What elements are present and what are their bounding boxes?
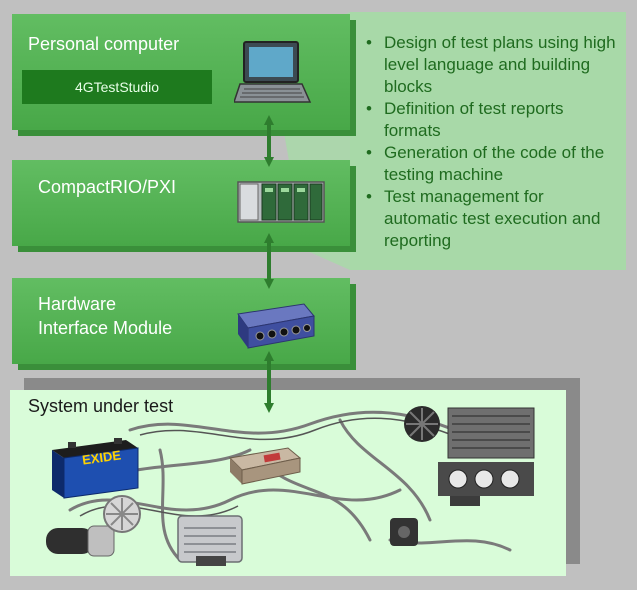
hvac-unit-icon (404, 406, 535, 506)
personal-computer-label: Personal computer (28, 34, 180, 54)
feature-item: Definition of test reports formats (366, 98, 616, 142)
hardware-interface-label-1: Hardware (38, 294, 117, 314)
battery-icon (52, 438, 139, 499)
features-list: Design of test plans using high level la… (350, 12, 626, 252)
system-under-test-label: System under test (28, 396, 174, 416)
feature-item: Generation of the code of the testing ma… (366, 142, 616, 186)
feature-item: Test management for automatic test execu… (366, 186, 616, 252)
relay-icon (390, 518, 418, 546)
compactrio-chassis-icon (237, 181, 325, 223)
system-under-test-box: System under test EXIDE (10, 390, 566, 576)
compactrio-label: CompactRIO/PXI (38, 177, 177, 197)
feature-item: Design of test plans using high level la… (366, 32, 616, 98)
compactrio-box: CompactRIO/PXI (12, 160, 350, 246)
motor-icon (46, 495, 141, 557)
ecu-icon (228, 447, 302, 485)
personal-computer-box: Personal computer 4GTestStudio (12, 14, 350, 130)
ecu-icon (177, 515, 243, 566)
interface-module-icon (237, 303, 315, 349)
software-badge: 4GTestStudio (22, 70, 212, 104)
laptop-icon (234, 41, 312, 103)
features-panel: Design of test plans using high level la… (350, 12, 626, 270)
hardware-interface-box: Hardware Interface Module (12, 278, 350, 364)
hardware-interface-label-2: Interface Module (38, 318, 173, 338)
